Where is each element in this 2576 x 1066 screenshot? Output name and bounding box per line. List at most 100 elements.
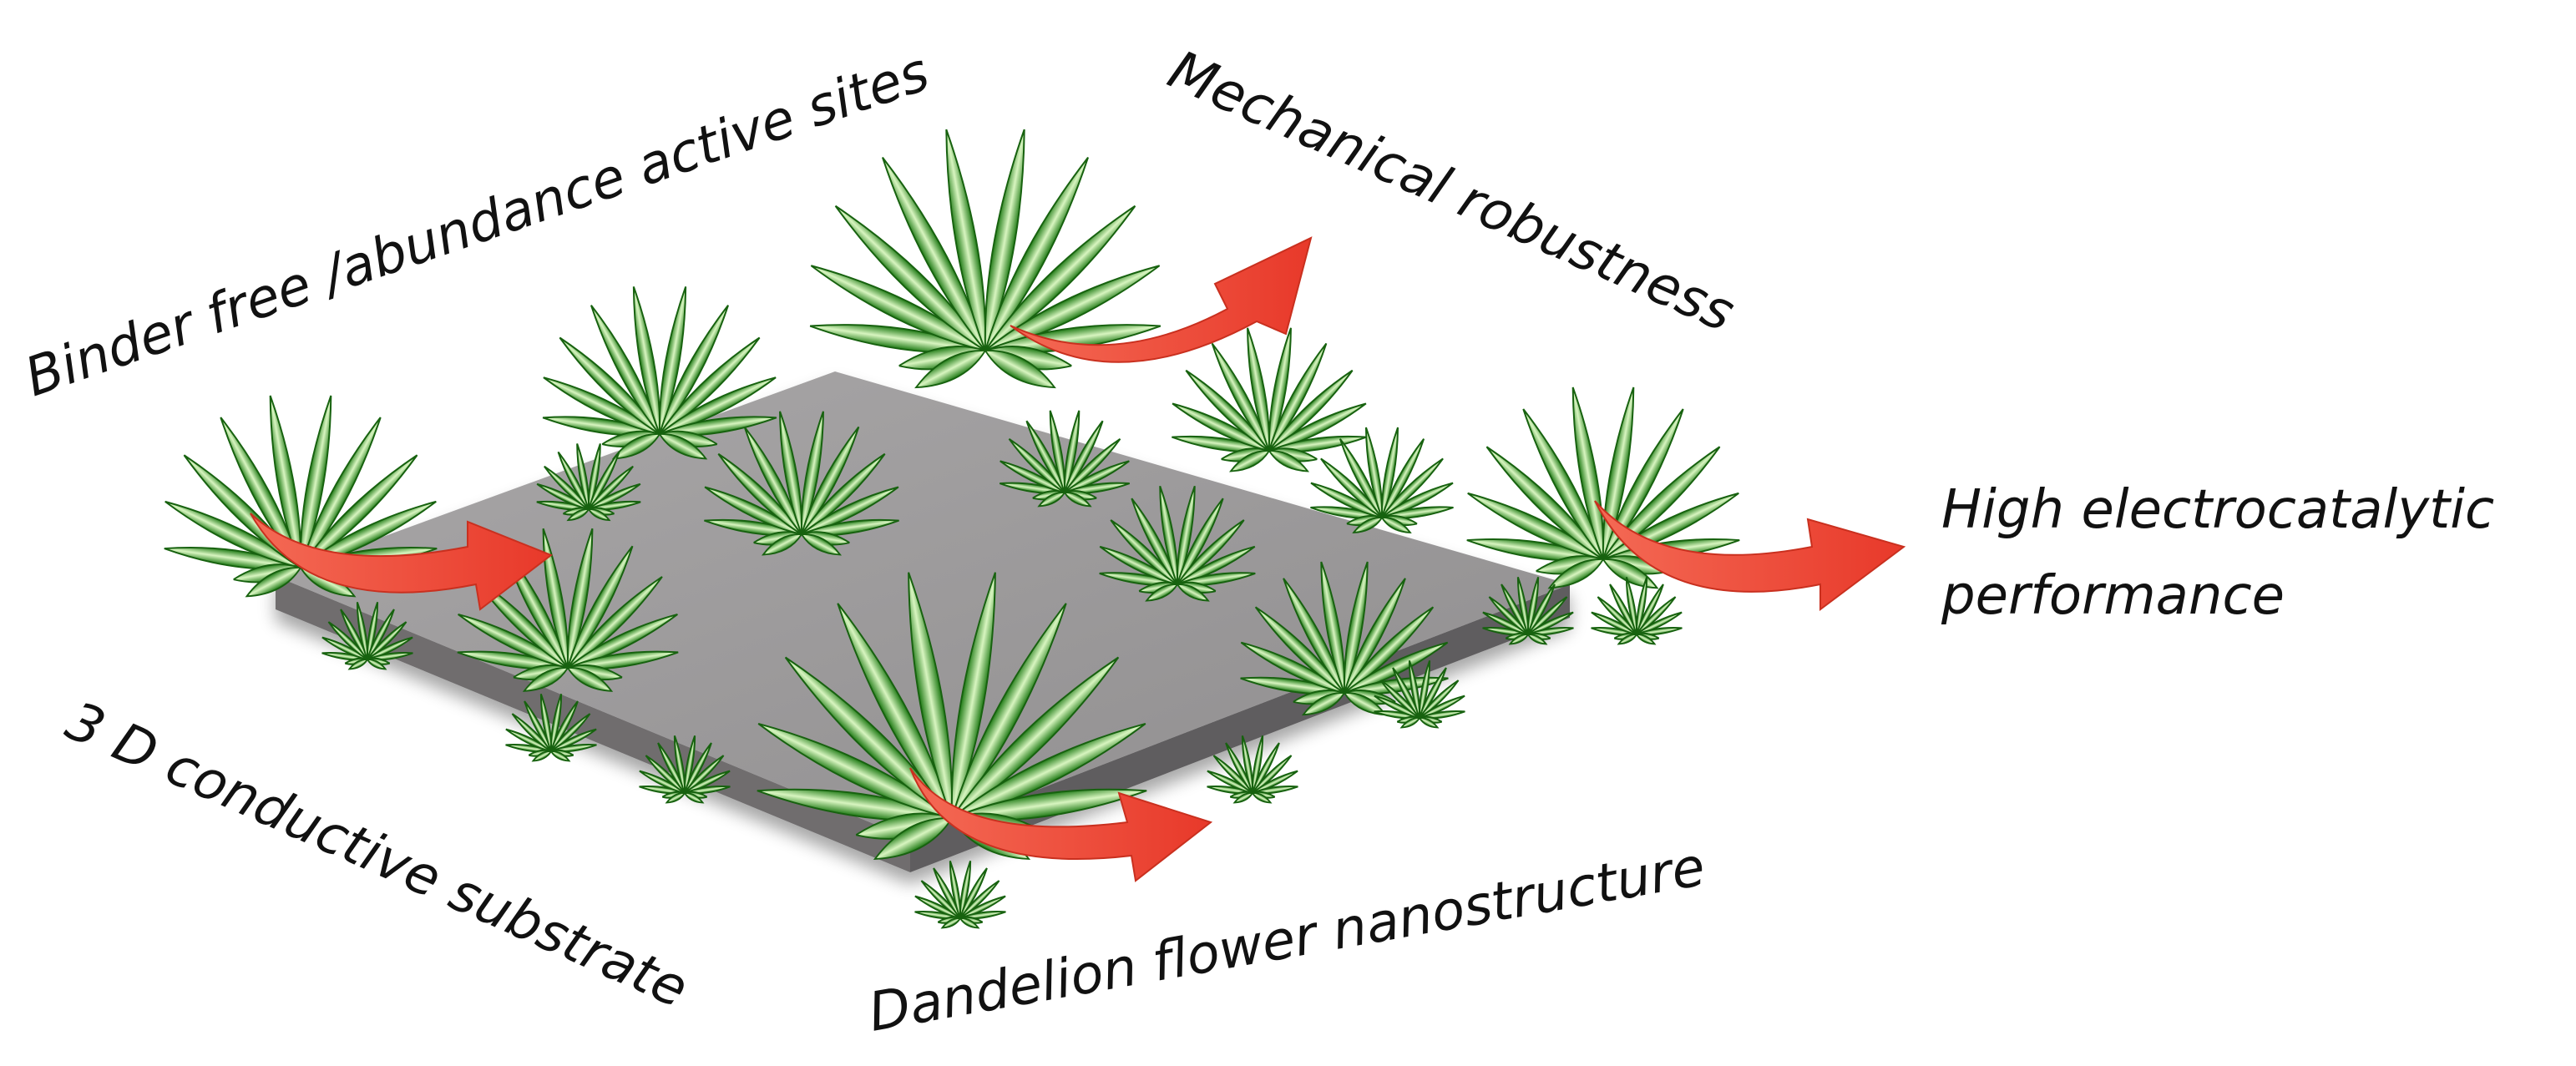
flower-leaf [1380, 517, 1412, 534]
flower-leaf [1159, 485, 1179, 585]
flower-leaf [984, 156, 1089, 351]
flower-leaf [1399, 717, 1421, 729]
flower-leaf [673, 735, 686, 794]
flower-leaf [1352, 517, 1384, 534]
flower-leaf [1301, 692, 1346, 716]
dandelion-flower-back-right [1172, 327, 1367, 472]
dandelion-flower-small-1 [536, 443, 641, 522]
flower-leaf [1516, 576, 1530, 635]
dandelion-flower-under-5 [1374, 659, 1465, 729]
dandelion-flower-small-3 [1310, 427, 1454, 534]
flower-leaf [590, 305, 660, 435]
flower-leaf [757, 722, 953, 819]
flower-leaf [1241, 735, 1254, 794]
dandelion-flower-center-left [704, 411, 899, 556]
flower-leaf [665, 792, 686, 804]
flower-leaf [576, 443, 590, 510]
flower-leaf [1380, 427, 1399, 518]
arrow-high-electrocatalytic [1594, 500, 1906, 611]
flower-leaf [837, 603, 953, 819]
flower-leaf [1617, 634, 1638, 645]
flower-leaf [1381, 438, 1425, 518]
flower-leaf [1037, 492, 1066, 508]
flower-leaf [914, 350, 987, 389]
flower-leaf [761, 533, 803, 556]
flower-leaf [873, 817, 954, 861]
flower-leaf [1268, 327, 1292, 452]
flower-leaf [717, 452, 802, 535]
flower-leaf [1418, 717, 1440, 729]
label-binder-free: Binder free /abundance active sites [18, 42, 937, 410]
flower-leaf [1522, 408, 1604, 560]
flower-leaf [1176, 485, 1196, 585]
flower-leaf [1232, 792, 1254, 804]
dandelion-flower-under-2 [505, 693, 597, 762]
flower-leaf [1485, 446, 1604, 560]
flower-leaf [1063, 492, 1092, 508]
flower-leaf [951, 656, 1120, 819]
flower-leaf [1268, 342, 1328, 452]
arrow-binder-free [250, 513, 554, 611]
flower-leaf [984, 350, 1056, 389]
label-dandelion-nanostructure: Dandelion flower nanostructure [864, 836, 1709, 1044]
dandelion-flower-front-right [1240, 561, 1449, 716]
red-arrows [250, 236, 1906, 882]
flower-leaf [1343, 561, 1369, 694]
flower-leaf [908, 572, 954, 819]
flower-leaf [950, 572, 996, 819]
flower-leaf [1228, 450, 1271, 472]
flower-leaf [1131, 498, 1178, 585]
flower-leaf [801, 426, 860, 535]
flower-leaf [300, 417, 382, 568]
flower-leaf [566, 528, 594, 669]
flower-leaf [1344, 578, 1406, 694]
arrow-dandelion-nanostructure [909, 767, 1213, 882]
flower-leaf [1025, 420, 1065, 493]
flower-leaf [549, 750, 571, 762]
flower-leaf [1185, 369, 1270, 452]
flower-leaf [1247, 327, 1271, 452]
flower-leaf [1408, 659, 1421, 719]
flower-leaf [559, 336, 660, 435]
flower-leaf [1635, 634, 1657, 645]
flower-leaf [356, 601, 369, 660]
flower-leaf [269, 395, 302, 568]
flower-leaf [531, 750, 553, 762]
flower-leaf [567, 545, 634, 669]
flower-leaf [800, 533, 843, 556]
flower-leaf [1176, 584, 1210, 602]
flower-leaf [1339, 438, 1383, 518]
dandelion-flower-under-4 [1207, 735, 1298, 804]
flower-leaf [984, 129, 1025, 351]
flower-leaf [1283, 578, 1345, 694]
flower-leaf [834, 205, 986, 351]
flower-leaf [366, 659, 387, 670]
flower-leaf [779, 411, 803, 535]
dandelion-flower-small-2 [999, 410, 1131, 508]
flower-leaf [1547, 558, 1605, 589]
flower-leaf [784, 656, 953, 819]
dandelion-flower-back-left [542, 286, 777, 460]
flower-leaf [1320, 561, 1346, 694]
flower-leaf [683, 792, 705, 804]
flower-leaf [220, 417, 301, 568]
dandelion-flower-large-back [809, 129, 1161, 389]
arrow-mechanical-robustness [1010, 236, 1313, 363]
flower-leaf [522, 667, 569, 692]
flower-leaf [300, 454, 418, 568]
flower-leaf [542, 528, 569, 669]
flower-leaf [945, 129, 987, 351]
flower-leaf [566, 667, 614, 692]
flower-leaf [587, 508, 611, 522]
flower-leaf [632, 286, 661, 435]
flower-leaf [1508, 634, 1530, 645]
flower-leaf [743, 426, 802, 535]
flower-leaf [539, 693, 553, 752]
flower-leaf [1602, 558, 1659, 589]
flower-leaf [1251, 792, 1273, 804]
flower-leaf [984, 205, 1136, 351]
dandelion-flower-under-8 [914, 860, 1006, 929]
flower-leaf [566, 508, 590, 522]
flower-leaf [1526, 634, 1548, 645]
